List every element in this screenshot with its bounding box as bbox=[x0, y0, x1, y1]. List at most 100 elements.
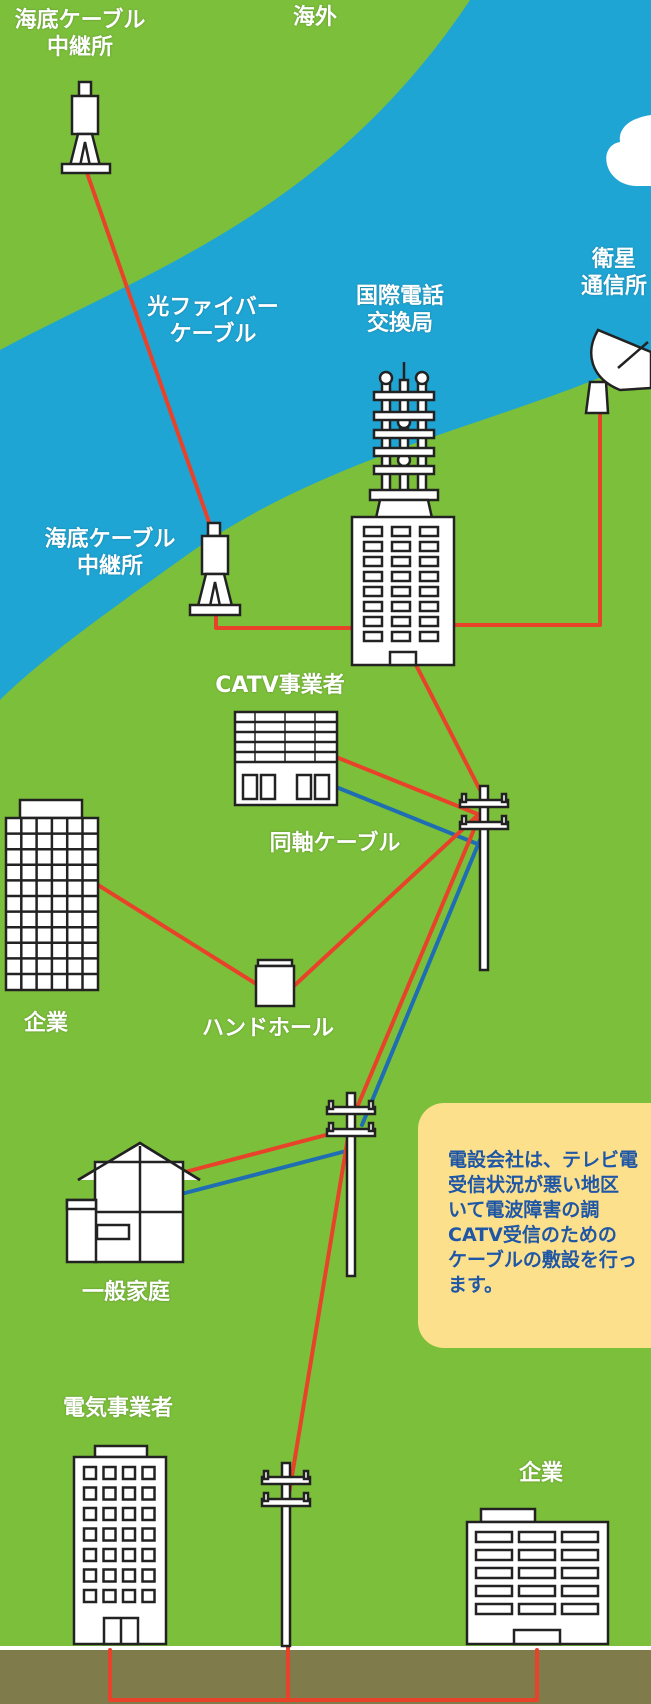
window bbox=[418, 615, 440, 628]
underground-cable bbox=[108, 1648, 539, 1702]
window bbox=[418, 630, 440, 643]
insulator bbox=[460, 792, 468, 804]
window bbox=[102, 1506, 117, 1522]
window bbox=[390, 600, 412, 613]
window bbox=[560, 1530, 600, 1544]
window bbox=[121, 1486, 137, 1501]
window bbox=[141, 1588, 156, 1604]
insulator bbox=[262, 1491, 270, 1503]
window bbox=[474, 1530, 514, 1544]
pole-crossarm bbox=[325, 1127, 377, 1138]
household-label: 一般家庭 bbox=[81, 1280, 171, 1305]
window bbox=[362, 525, 384, 538]
window bbox=[82, 1588, 98, 1604]
window bbox=[560, 1566, 600, 1580]
pole-to-pole-blue bbox=[360, 833, 484, 1127]
handhole-icon bbox=[254, 958, 296, 1008]
catv-to-pole-red bbox=[334, 755, 482, 817]
window bbox=[141, 1486, 156, 1501]
cable-relay-label-bottom: 海底ケーブル中継所 bbox=[44, 527, 176, 579]
window bbox=[560, 1584, 600, 1598]
window bbox=[560, 1548, 600, 1562]
telecom-tower-icon bbox=[368, 362, 440, 520]
insulator bbox=[327, 1121, 335, 1133]
pole-crossarm bbox=[458, 820, 510, 831]
window bbox=[362, 540, 384, 553]
window bbox=[362, 630, 384, 643]
insulator bbox=[500, 814, 508, 826]
office-building-icon bbox=[4, 798, 100, 992]
window bbox=[121, 1465, 137, 1481]
pole-crossarm bbox=[325, 1105, 377, 1116]
window bbox=[362, 585, 384, 598]
window bbox=[517, 1602, 557, 1616]
window bbox=[418, 540, 440, 553]
pole-to-handhole-cable bbox=[293, 813, 480, 987]
cable-relay-label-top: 海底ケーブル中継所 bbox=[14, 8, 146, 60]
insulator bbox=[500, 792, 508, 804]
house-cable-blue bbox=[183, 1148, 352, 1195]
insulator bbox=[327, 1099, 335, 1111]
window bbox=[141, 1568, 156, 1583]
window bbox=[517, 1584, 557, 1598]
pole-crossarm bbox=[458, 798, 510, 809]
window bbox=[102, 1486, 117, 1501]
pole-shaft bbox=[280, 1461, 292, 1648]
window bbox=[102, 1568, 117, 1583]
pole-shaft bbox=[478, 784, 490, 972]
window bbox=[102, 1465, 117, 1481]
company-label-left: 企業 bbox=[23, 1011, 69, 1036]
window bbox=[517, 1530, 557, 1544]
window bbox=[82, 1568, 98, 1583]
window bbox=[474, 1566, 514, 1580]
insulator bbox=[302, 1469, 310, 1481]
insulator bbox=[367, 1121, 375, 1133]
catv-building-icon bbox=[233, 710, 339, 807]
cable-relay-tower-icon bbox=[188, 521, 242, 617]
window bbox=[418, 525, 440, 538]
utility-pole-icon bbox=[325, 1091, 377, 1278]
window bbox=[141, 1547, 156, 1563]
pole-to-pole-red bbox=[354, 818, 480, 1112]
electric-utility-label: 電気事業者 bbox=[62, 1396, 174, 1421]
window bbox=[121, 1588, 137, 1604]
office-building-icon bbox=[72, 1444, 168, 1646]
insulator bbox=[367, 1099, 375, 1111]
cloud-shape bbox=[606, 115, 651, 187]
window bbox=[121, 1527, 137, 1542]
international-exchange-label: 国際電話交換局 bbox=[355, 284, 445, 336]
catv-operator-label: CATV事業者 bbox=[215, 673, 345, 698]
window bbox=[121, 1547, 137, 1563]
pole-crossarm bbox=[260, 1475, 312, 1486]
window bbox=[362, 615, 384, 628]
factory-building-icon bbox=[465, 1507, 610, 1646]
overseas-label: 海外 bbox=[292, 5, 338, 30]
window bbox=[418, 600, 440, 613]
window bbox=[82, 1465, 98, 1481]
window bbox=[390, 585, 412, 598]
coaxial-cable-label: 同軸ケーブル bbox=[269, 831, 401, 856]
handhole-label: ハンドホール bbox=[201, 1016, 335, 1041]
utility-pole-icon bbox=[458, 784, 510, 972]
ground-edge bbox=[0, 1646, 651, 1650]
window bbox=[362, 600, 384, 613]
window bbox=[82, 1486, 98, 1501]
window bbox=[390, 630, 412, 643]
window bbox=[362, 555, 384, 568]
company-label-right: 企業 bbox=[518, 1461, 564, 1486]
window bbox=[474, 1602, 514, 1616]
pole-crossarm bbox=[260, 1497, 312, 1508]
window bbox=[121, 1568, 137, 1583]
window bbox=[474, 1548, 514, 1562]
insulator bbox=[460, 814, 468, 826]
sea-area bbox=[0, 0, 651, 700]
window bbox=[141, 1506, 156, 1522]
cable-relay-tower-icon bbox=[60, 80, 112, 175]
pole-to-underground-cable bbox=[286, 1123, 352, 1502]
insulator bbox=[302, 1491, 310, 1503]
ground-strip bbox=[0, 1646, 651, 1704]
utility-pole-icon bbox=[260, 1461, 312, 1648]
satellite-dish-icon bbox=[584, 328, 651, 415]
